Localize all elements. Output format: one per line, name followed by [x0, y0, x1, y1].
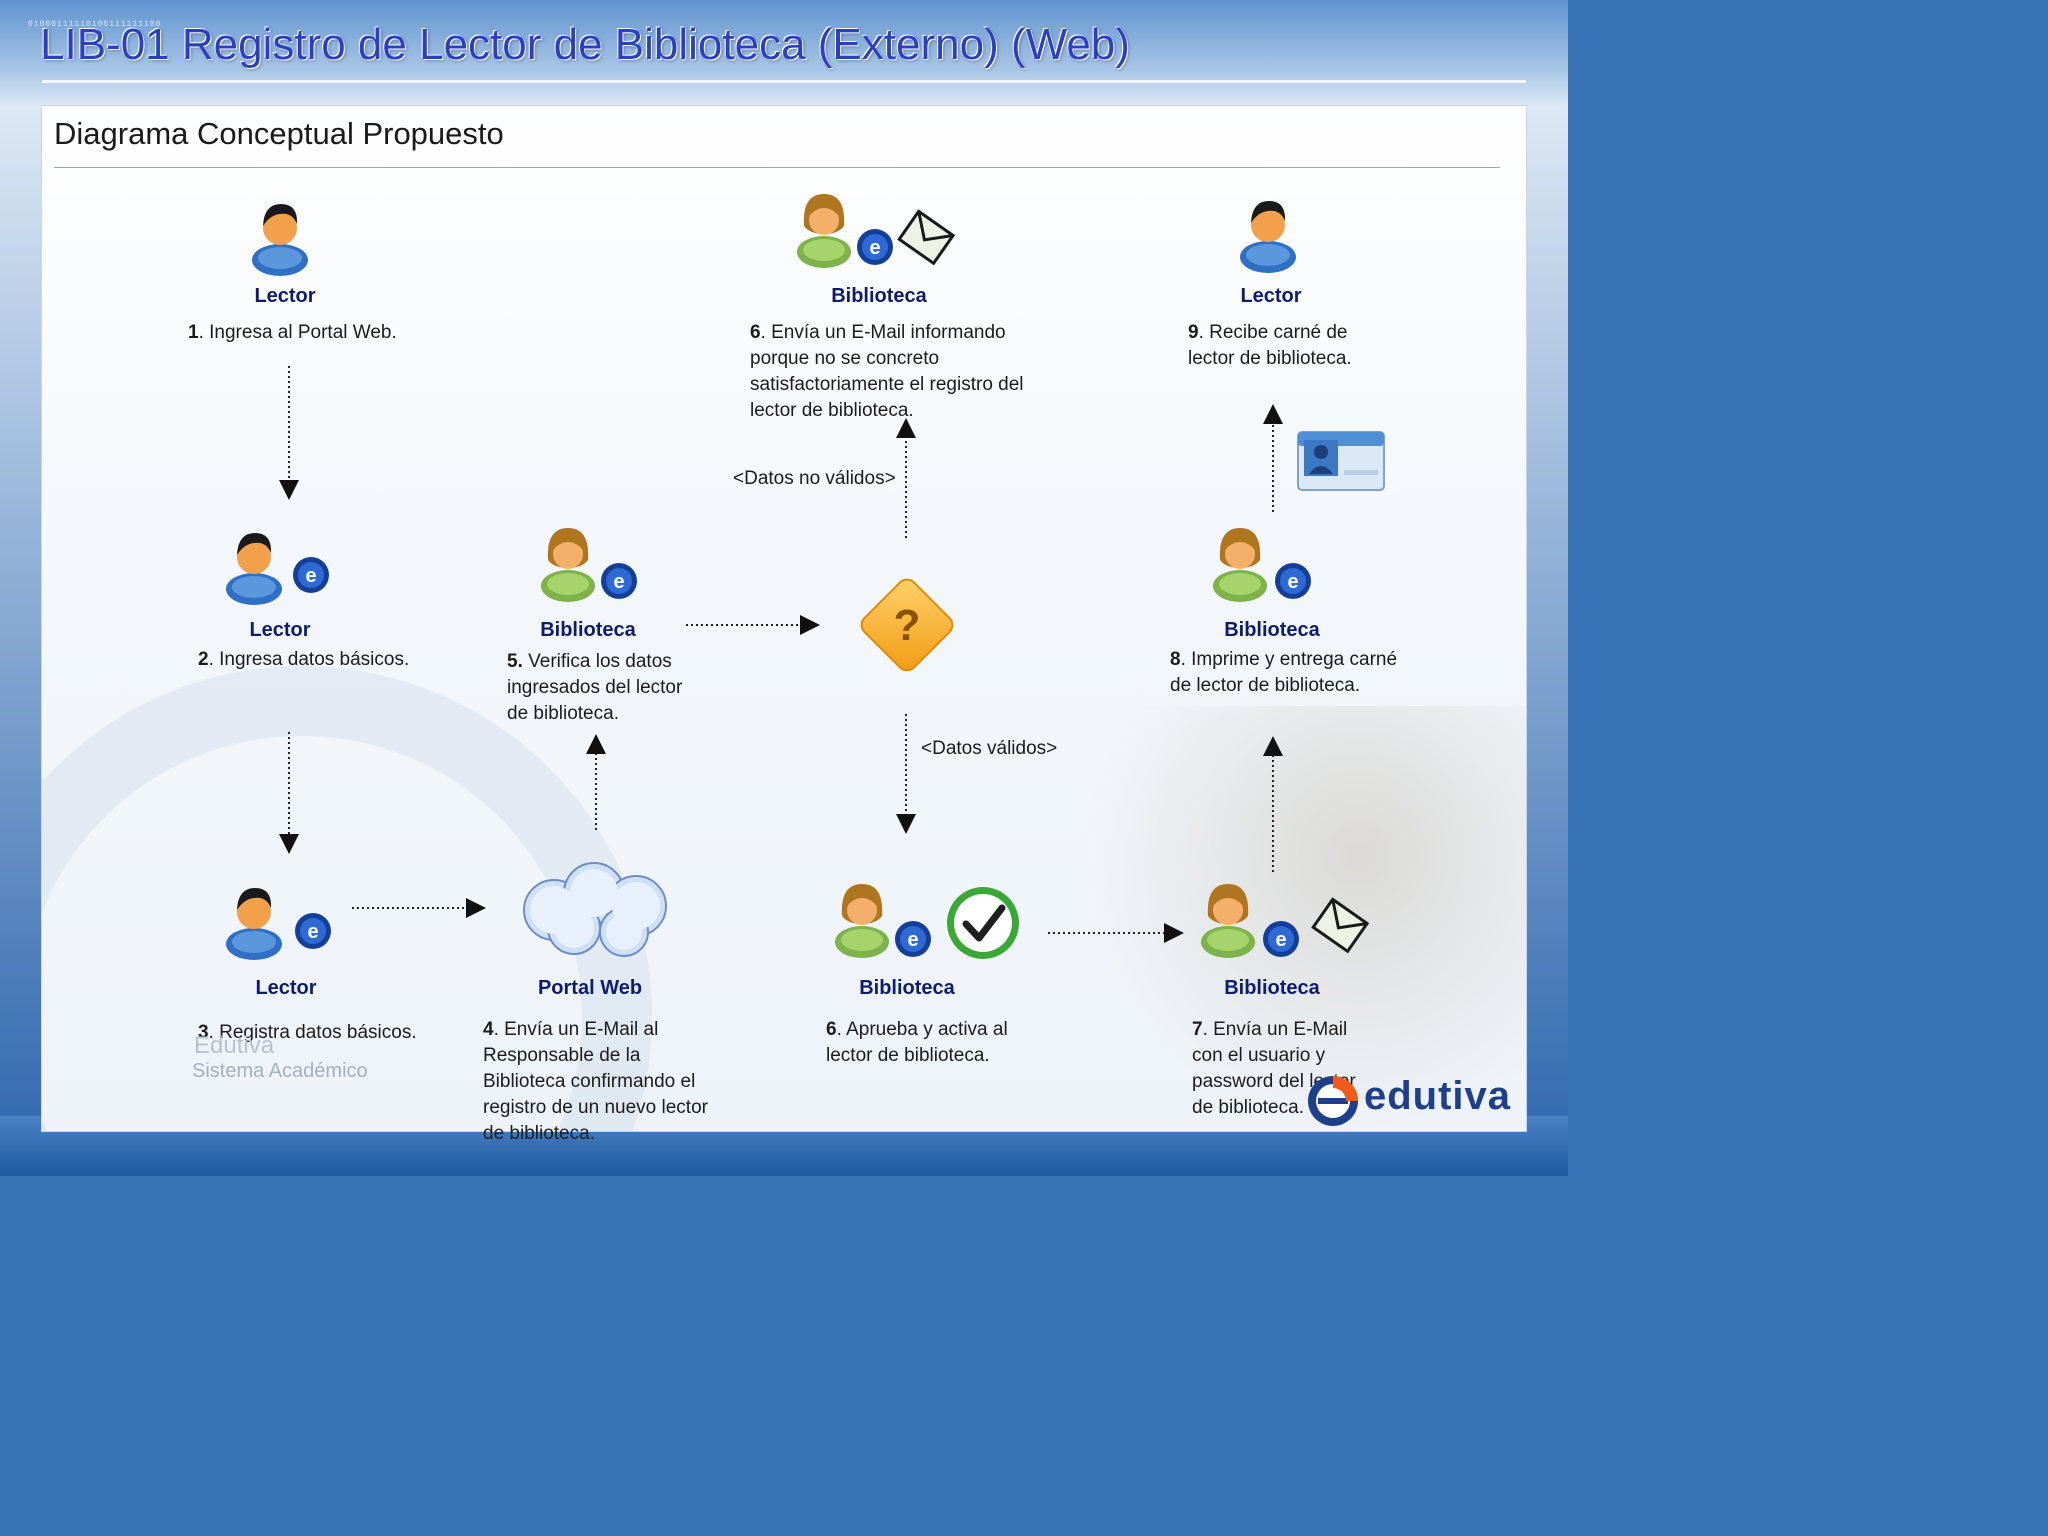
step-description: 7. Envía un E-Mail con el usuario y pass…	[1192, 1019, 1356, 1118]
person-female-icon	[541, 528, 595, 602]
person-female-icon	[797, 194, 851, 268]
svg-text:e: e	[307, 921, 318, 943]
edutiva-e-icon: e	[895, 921, 931, 957]
slide-title: LIB-01 Registro de Lector de Biblioteca …	[40, 20, 1130, 69]
person-female-icon	[1213, 528, 1267, 602]
actor-label: Biblioteca	[1224, 619, 1320, 641]
edutiva-e-icon: e	[295, 913, 331, 949]
edutiva-logo-icon	[1308, 1076, 1358, 1126]
envelope-icon	[897, 209, 956, 266]
step-description: 6. Envía un E-Mail informando porque no …	[750, 322, 1024, 421]
step-description: 4. Envía un E-Mail al Responsable de la …	[483, 1019, 708, 1144]
step-description: 1. Ingresa al Portal Web.	[188, 322, 397, 343]
svg-text:e: e	[305, 565, 316, 587]
actor-label: Biblioteca	[1224, 977, 1320, 999]
svg-text:?: ?	[894, 601, 921, 650]
subtitle-divider	[54, 167, 1500, 168]
edutiva-e-icon: e	[293, 557, 329, 593]
actor-label: Lector	[254, 285, 316, 307]
cloud-icon	[523, 862, 667, 957]
person-female-icon	[1201, 884, 1255, 958]
actor-label: Lector	[255, 977, 317, 999]
id-card-icon	[1297, 431, 1385, 491]
actor-label: Portal Web	[537, 977, 643, 999]
edutiva-e-icon: e	[601, 563, 637, 599]
step-description: 3. Registra datos básicos.	[198, 1022, 417, 1043]
svg-text:e: e	[869, 237, 880, 259]
actor-label: Biblioteca	[540, 619, 636, 641]
checkmark-icon	[947, 887, 1019, 959]
step-description: 9. Recibe carné de lector de biblioteca.	[1188, 322, 1352, 369]
title-divider	[42, 80, 1526, 83]
person-male-icon	[1240, 201, 1296, 273]
svg-text:e: e	[1275, 929, 1286, 951]
envelope-icon	[1311, 897, 1370, 954]
actor-label: Lector	[249, 619, 311, 641]
actor-label: Lector	[1240, 285, 1302, 307]
svg-text:e: e	[613, 571, 624, 593]
diagram-panel: Diagrama Conceptual Propuesto	[42, 106, 1526, 1131]
step-description: 6. Aprueba y activa al lector de bibliot…	[826, 1019, 1008, 1066]
flow-arrows	[279, 366, 1283, 943]
step-description: 8. Imprime y entrega carné de lector de …	[1170, 649, 1398, 696]
watermark-subtitle: Sistema Académico	[192, 1060, 368, 1082]
edutiva-brand-logo: edutiva	[1306, 1070, 1516, 1130]
edutiva-e-icon: e	[1275, 563, 1311, 599]
edutiva-e-icon: e	[857, 229, 893, 265]
diagram-subtitle: Diagrama Conceptual Propuesto	[54, 116, 504, 151]
person-male-icon	[226, 533, 282, 605]
actor-label: Biblioteca	[831, 285, 927, 307]
person-female-icon	[835, 884, 889, 958]
decision-diamond-icon: ?	[860, 578, 954, 672]
actor-label: Biblioteca	[859, 977, 955, 999]
person-male-icon	[226, 888, 282, 960]
brand-name: edutiva	[1364, 1074, 1512, 1118]
watermark-name: Edutiva	[194, 1032, 275, 1059]
binary-decoration: 01000111110100111111100	[28, 20, 162, 29]
svg-text:e: e	[1287, 571, 1298, 593]
condition-invalid-label: <Datos no válidos>	[733, 468, 896, 489]
condition-valid-label: <Datos válidos>	[921, 738, 1058, 759]
step-description: 2. Ingresa datos básicos.	[198, 649, 410, 670]
person-male-icon	[252, 204, 308, 276]
svg-text:e: e	[907, 929, 918, 951]
student-photo-background	[1082, 706, 1526, 1131]
edutiva-e-icon: e	[1263, 921, 1299, 957]
step-description: 5. Verifica los datos ingresados del lec…	[507, 651, 683, 724]
